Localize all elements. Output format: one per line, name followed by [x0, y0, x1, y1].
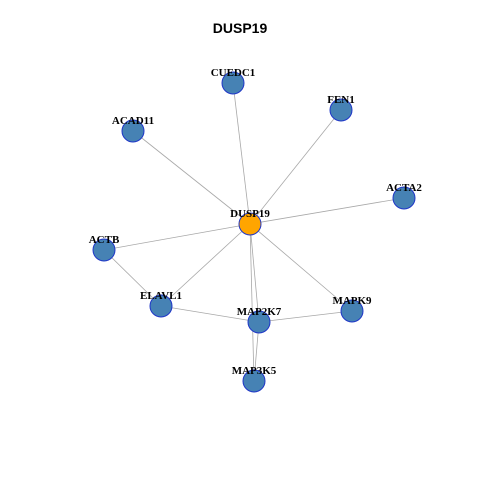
- edge-dusp19-cuedc1: [232, 82, 251, 225]
- node-label-map3k5: MAP3K5: [232, 365, 277, 377]
- node-map2k7[interactable]: [247, 310, 271, 334]
- edge-dusp19-fen1: [249, 109, 342, 225]
- node-label-acta2: ACTA2: [386, 182, 422, 194]
- node-map3k5[interactable]: [242, 369, 266, 393]
- node-mapk9[interactable]: [340, 299, 364, 323]
- node-label-cuedc1: CUEDC1: [211, 67, 256, 79]
- node-label-mapk9: MAPK9: [332, 295, 372, 307]
- node-label-fen1: FEN1: [327, 94, 355, 106]
- node-label-actb: ACTB: [89, 234, 120, 246]
- node-label-elavl1: ELAVL1: [140, 290, 182, 302]
- edge-actb-elavl1: [103, 249, 162, 307]
- node-acad11[interactable]: [121, 119, 145, 143]
- node-fen1[interactable]: [329, 98, 353, 122]
- node-label-map2k7: MAP2K7: [237, 306, 282, 318]
- node-acta2[interactable]: [392, 186, 416, 210]
- edge-dusp19-elavl1: [160, 223, 251, 307]
- edge-dusp19-mapk9: [249, 223, 353, 312]
- node-label-acad11: ACAD11: [112, 115, 154, 127]
- node-label-dusp19: DUSP19: [230, 208, 270, 220]
- edge-dusp19-map2k7: [249, 223, 260, 323]
- edge-dusp19-acad11: [132, 130, 251, 225]
- node-dusp19[interactable]: [238, 212, 262, 236]
- node-cuedc1[interactable]: [221, 71, 245, 95]
- edge-elavl1-map2k7: [160, 305, 260, 323]
- edge-map2k7-mapk9: [258, 310, 353, 323]
- node-elavl1[interactable]: [149, 294, 173, 318]
- edge-dusp19-map3k5: [249, 223, 255, 382]
- edge-dusp19-actb: [103, 223, 251, 251]
- graph-title: DUSP19: [212, 20, 268, 36]
- node-layer: DUSP19CUEDC1FEN1ACAD11ACTA2ACTBELAVL1MAP…: [89, 67, 422, 393]
- node-actb[interactable]: [92, 238, 116, 262]
- edge-dusp19-acta2: [249, 197, 405, 225]
